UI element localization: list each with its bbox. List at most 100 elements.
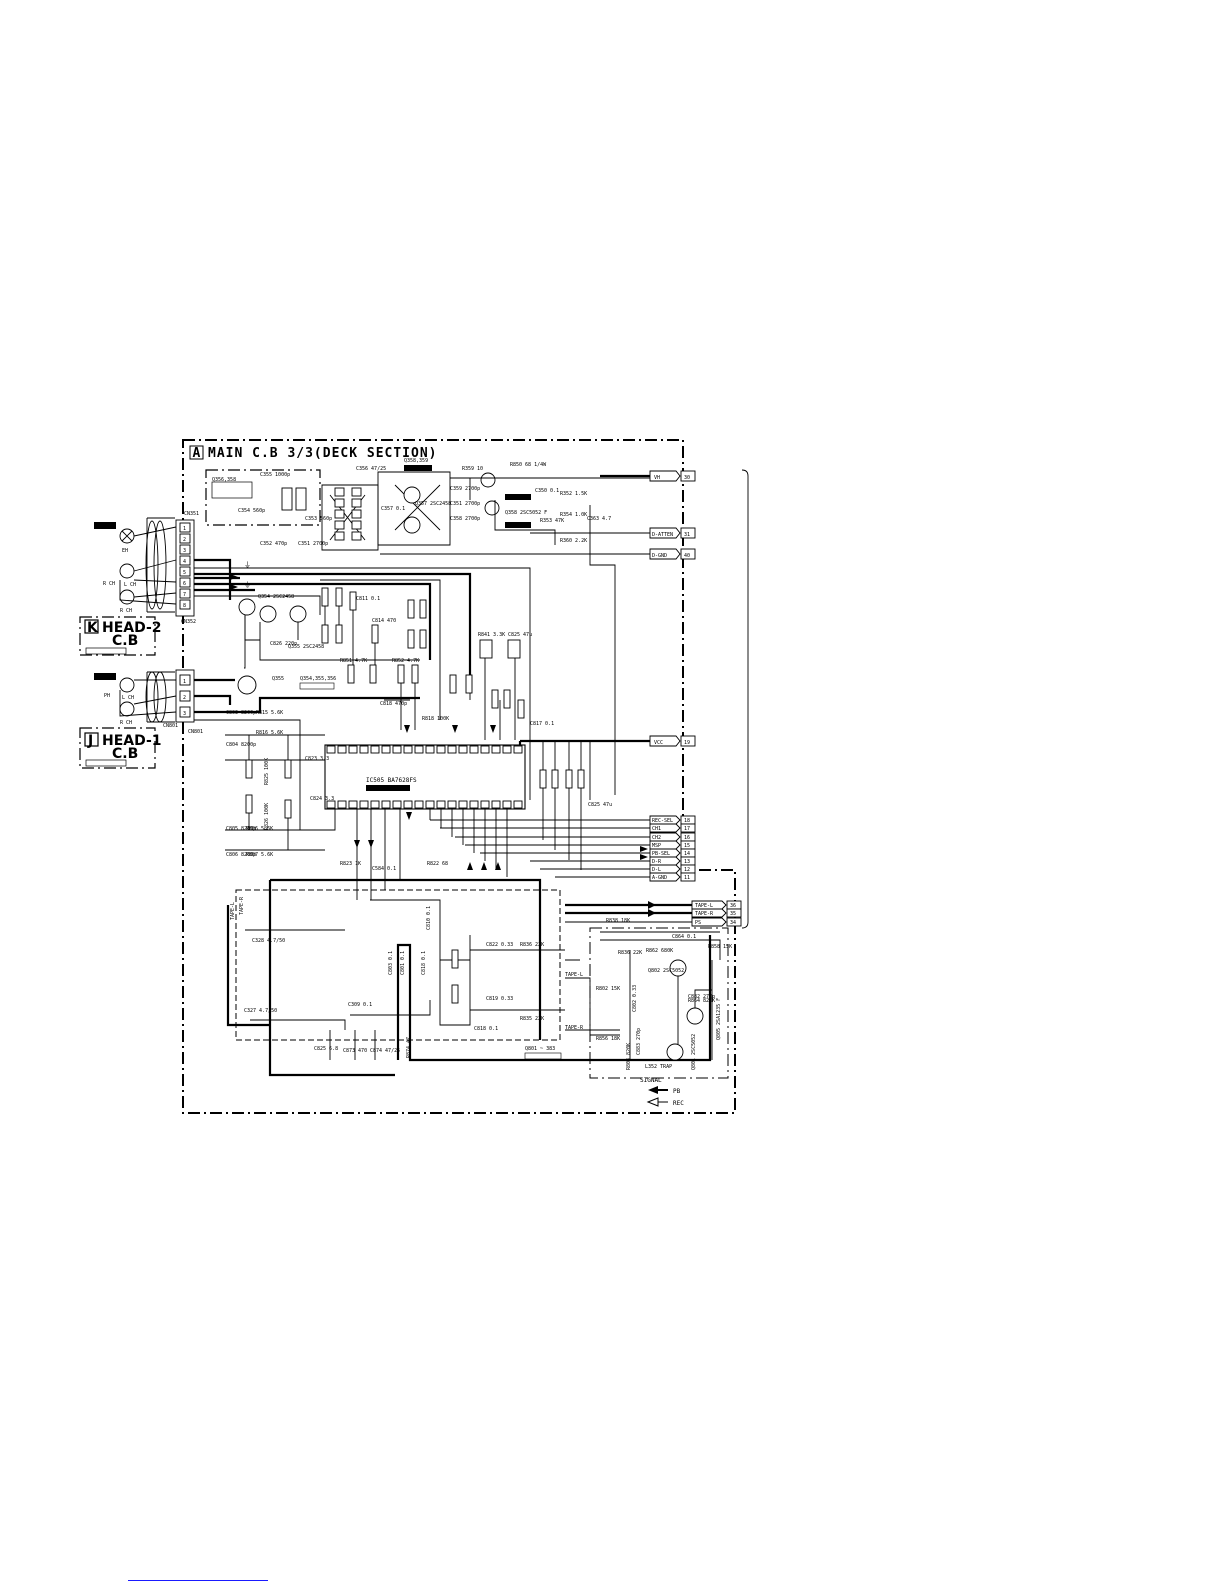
bias-oscillator: C355 1000p Q356,358 C354 560p C353 560p … — [205, 458, 650, 795]
part-c824: C824 3.3 — [310, 796, 334, 802]
tape-label-r: TAPE-R — [239, 896, 245, 915]
part-c584: R838 18K — [606, 918, 630, 924]
svg-text:15: 15 — [684, 843, 690, 849]
part-r851: R851 4.7K — [340, 658, 367, 664]
svg-text:5: 5 — [183, 570, 186, 576]
tape-side-r: TAPE-R — [565, 1025, 584, 1031]
svg-text:1: 1 — [183, 526, 186, 532]
part-c327: C327 4.7/50 — [244, 1008, 277, 1014]
part-r808: C883 270p — [636, 1028, 642, 1055]
legend-rec: REC — [673, 1100, 684, 1107]
part-r816: R816 5.6K — [256, 730, 283, 736]
part-r806: R806 5.6K — [246, 826, 273, 832]
part-c363: C363 4.7 — [587, 516, 611, 522]
q354-label: Q354 2SC2458 — [258, 594, 294, 600]
part-c826: C826 220p — [270, 641, 297, 647]
part-c883: L352 TRAP — [645, 1064, 672, 1070]
lower-section: TAPE-L TAPE-R C328 4.7/50 C327 4.7/50 C3… — [226, 878, 732, 1079]
part-r802: R856 18K — [596, 1036, 620, 1042]
part-r836: R836 22K — [520, 942, 544, 948]
head2-name: HEAD-2 — [102, 620, 162, 636]
head1-name: HEAD-1 — [102, 733, 162, 749]
head1-badge: J — [87, 733, 93, 749]
part-c351b: C351 2700p — [450, 501, 480, 507]
part-r874: R874 47 — [406, 1037, 412, 1058]
board-badge-box — [189, 445, 204, 460]
signal-d-atten-pin: 31 — [684, 532, 690, 538]
q356-358: Q358,359 — [404, 458, 428, 464]
ic505-bottom-pins — [326, 800, 523, 809]
part-c350: C350 0.1 — [535, 488, 559, 494]
signal-rec-sel: REC-SEL — [652, 818, 673, 824]
head2-coil-1 — [119, 563, 135, 579]
part-r858: R802 15K — [596, 986, 620, 992]
part-c818b: C818 0.1 — [421, 951, 427, 975]
legend-rec-arrow — [646, 1097, 668, 1107]
part-c818: R818 100K — [422, 716, 449, 722]
part-r826: R826 100K — [264, 803, 270, 830]
part-c309: C309 0.1 — [348, 1002, 372, 1008]
svg-text:18: 18 — [684, 818, 690, 824]
signal-vcc: VCC — [654, 740, 663, 746]
svg-text:2: 2 — [183, 695, 186, 701]
legend-heading: SIGNAL — [640, 1077, 662, 1084]
part-r835: R835 22K — [520, 1016, 544, 1022]
part-r841: C825 47u — [588, 802, 612, 808]
part-r836b: R862 680K — [646, 948, 673, 954]
part-c810: C810 0.1 — [426, 906, 432, 930]
part-c328: C328 4.7/50 — [252, 938, 285, 944]
part-c819: C819 0.33 — [486, 996, 513, 1002]
board-title: MAIN C.B 3/3(DECK SECTION) — [208, 446, 438, 461]
part-c864: R858 15K — [708, 944, 732, 950]
legend-pb: PB — [673, 1088, 681, 1095]
svg-text:14: 14 — [684, 851, 690, 857]
part-c803b: C803 0.1 — [388, 951, 394, 975]
part-l351: C825 47u — [508, 632, 532, 638]
signal-tape-l: TAPE-L — [695, 903, 713, 909]
head-switch-transistors: ⏚ ⏚ Q354 2SC2458 Q355 2SC2458 C826 220p … — [194, 558, 532, 800]
part-c806: C806 8200p — [226, 852, 256, 858]
part-c817: C818 470p — [380, 701, 407, 707]
tape-label-l: TAPE-L — [230, 902, 236, 920]
part-c814: C814 470 — [372, 618, 396, 624]
q355-label: Q355 2SC2458 — [288, 644, 324, 650]
signal-vh-pin: 30 — [684, 475, 690, 481]
svg-text:16: 16 — [684, 835, 690, 841]
part-r359: R359 10 — [462, 466, 483, 472]
svg-text:1: 1 — [183, 679, 186, 685]
head1-coil-2-label: R CH — [120, 720, 132, 726]
right-signal-tags: VH 30 D-ATTEN 31 D-GND 40 VCC 19 REC-SEL… — [380, 470, 742, 927]
signal-a-gnd: A-GND — [652, 875, 667, 881]
head2-badge: K — [87, 620, 99, 636]
q354-355-356: Q354,355,356 — [300, 676, 336, 682]
part-c359: C359 2700p — [450, 486, 480, 492]
part-r850: R850 68 1/4W — [510, 462, 547, 468]
part-c805: C805 8200p — [226, 826, 256, 832]
signal-pb-sel: PB-SEL — [652, 851, 670, 857]
head1-connector2-label: CN801 — [188, 729, 203, 735]
svg-text:3: 3 — [183, 711, 186, 717]
q801-383-label: Q801 ~ 383 — [525, 1046, 555, 1052]
part-c823: C823 3.3 — [305, 756, 329, 762]
board-badge: A — [193, 446, 202, 461]
part-r823: C584 0.1 — [372, 866, 396, 872]
head2-sub: C.B — [112, 633, 138, 649]
signal-ps: PS — [695, 920, 701, 926]
svg-text:3: 3 — [183, 548, 186, 554]
q801-label: Q801 2SC5052 — [691, 1034, 697, 1070]
part-r360: R360 2.2K — [560, 538, 587, 544]
part-c812: C817 0.1 — [530, 721, 554, 727]
ic505-label: IC505 BA7628FS — [366, 777, 417, 784]
head1-badge-box — [84, 732, 99, 747]
head1-sub: C.B — [112, 746, 138, 762]
svg-text:8: 8 — [183, 603, 186, 609]
ground-mark-1: ⏚ — [244, 561, 251, 569]
signal-legend: SIGNAL PB REC — [640, 1077, 684, 1107]
svg-text:34: 34 — [730, 920, 736, 926]
ic505-body — [324, 744, 526, 810]
signal-d-gnd: D-GND — [652, 553, 667, 559]
signal-d-gnd-pin: 40 — [684, 553, 690, 559]
svg-text:4: 4 — [183, 559, 186, 565]
part-c358: C358 2700p — [450, 516, 480, 522]
